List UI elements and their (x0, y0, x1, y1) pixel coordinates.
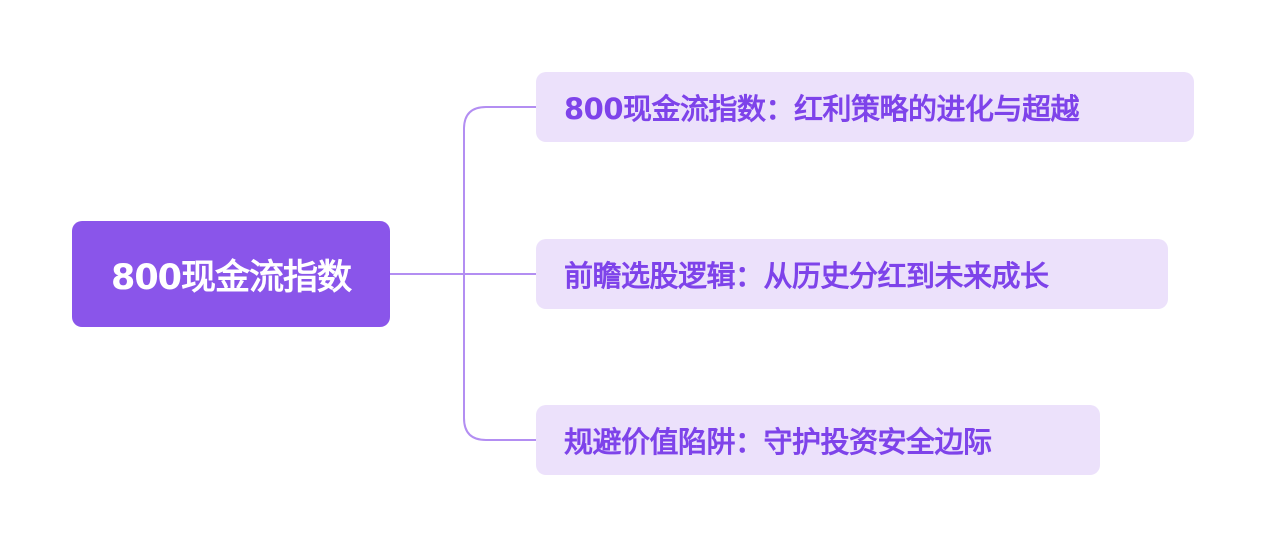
connector-branch-3 (463, 274, 536, 441)
branch-node-1[interactable]: 800现金流指数：红利策略的进化与超越 (536, 72, 1194, 142)
connector-branch-1 (463, 106, 536, 274)
branch-node-label: 前瞻选股逻辑：从历史分红到未来成长 (564, 259, 1049, 293)
root-node[interactable]: 800现金流指数 (72, 221, 390, 327)
root-node-label: 800现金流指数 (110, 257, 352, 298)
branch-node-3[interactable]: 规避价值陷阱：守护投资安全边际 (536, 405, 1100, 475)
branch-node-2[interactable]: 前瞻选股逻辑：从历史分红到未来成长 (536, 239, 1168, 309)
branch-node-label: 规避价值陷阱：守护投资安全边际 (564, 425, 992, 459)
branch-node-label: 800现金流指数：红利策略的进化与超越 (564, 92, 1080, 126)
